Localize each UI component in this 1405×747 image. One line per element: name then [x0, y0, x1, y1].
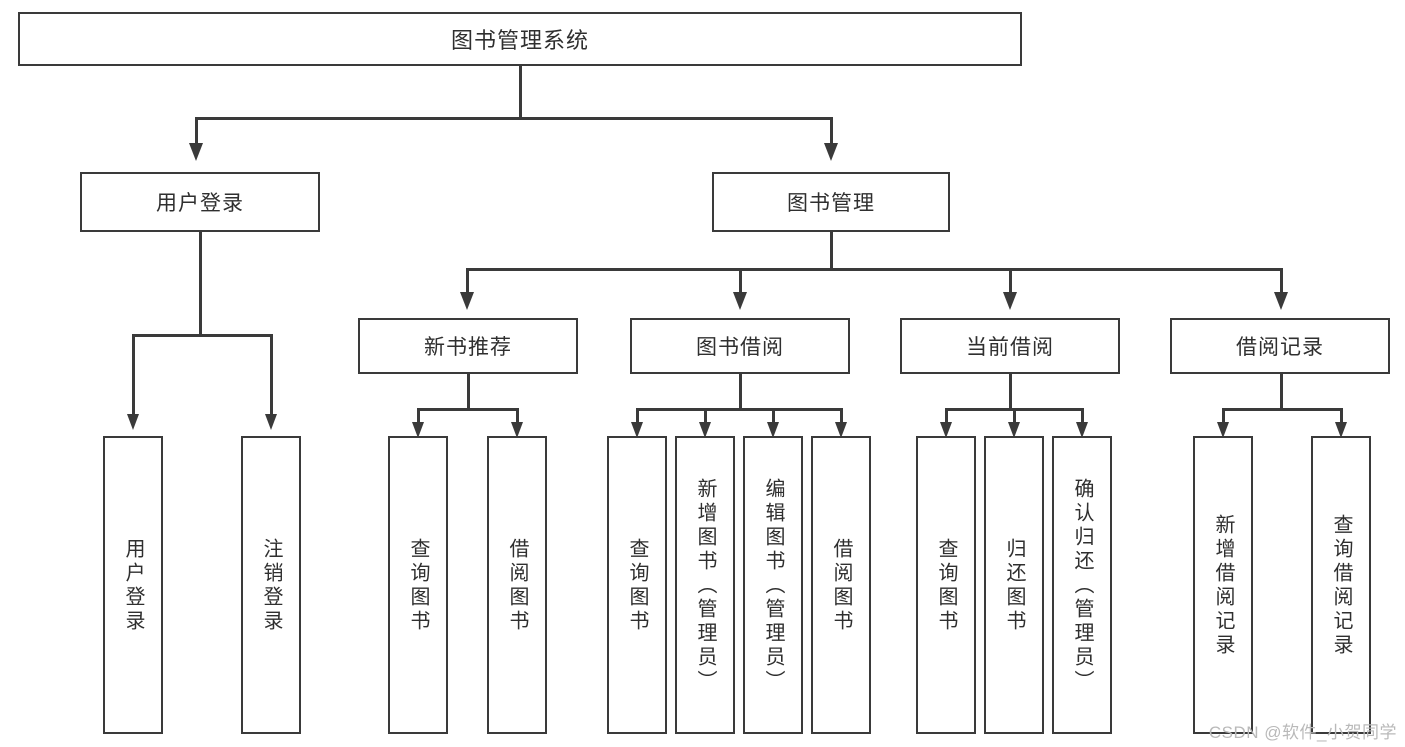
arrowhead-leaf-logout — [265, 414, 277, 430]
connector-drop-br-2 — [1340, 408, 1343, 424]
node-label: 注销登录 — [260, 538, 282, 634]
arrowhead-nb-2 — [511, 422, 523, 438]
arrowhead-cb-1 — [940, 422, 952, 438]
connector-drop-current-borrow — [1009, 268, 1012, 294]
connector-borrow-record-stem — [1280, 374, 1283, 410]
connector-drop-cb-3 — [1081, 408, 1084, 424]
connector-drop-book-borrow — [739, 268, 742, 294]
node-label: 借阅记录 — [1236, 336, 1324, 359]
node-new-book-recommend[interactable]: 新书推荐 — [358, 318, 578, 374]
leaf-logout[interactable]: 注销登录 — [241, 436, 301, 734]
arrowhead-bb-1 — [631, 422, 643, 438]
node-label: 新书推荐 — [424, 336, 512, 359]
node-label: 查询图书 — [626, 538, 648, 634]
node-label: 查询借阅记录 — [1330, 514, 1352, 658]
node-label: 图书管理系统 — [450, 28, 589, 53]
leaf-br-add-record[interactable]: 新增借阅记录 — [1193, 436, 1253, 734]
node-label: 用户登录 — [122, 538, 144, 634]
arrowhead-nb-1 — [412, 422, 424, 438]
node-label: 编辑图书（管理员） — [762, 478, 784, 694]
connector-drop-cb-1 — [945, 408, 948, 424]
node-label: 当前借阅 — [966, 336, 1054, 359]
connector-drop-new-book — [466, 268, 469, 294]
connector-drop-nb-2 — [516, 408, 519, 424]
node-root-book-management-system[interactable]: 图书管理系统 — [18, 12, 1022, 66]
node-label: 新增借阅记录 — [1212, 514, 1234, 658]
arrowhead-br-2 — [1335, 422, 1347, 438]
connector-new-book-bus — [417, 408, 519, 411]
arrowhead-bb-4 — [835, 422, 847, 438]
arrowhead-book-management — [824, 143, 838, 161]
node-label: 借阅图书 — [506, 538, 528, 634]
arrowhead-bb-3 — [767, 422, 779, 438]
connector-current-borrow-stem — [1009, 374, 1012, 410]
node-label: 查询图书 — [407, 538, 429, 634]
connector-user-login-stem — [199, 232, 202, 336]
leaf-bb-borrow-book[interactable]: 借阅图书 — [811, 436, 871, 734]
arrowhead-bb-2 — [699, 422, 711, 438]
connector-drop-nb-1 — [417, 408, 420, 424]
leaf-cb-query-book[interactable]: 查询图书 — [916, 436, 976, 734]
node-borrow-record[interactable]: 借阅记录 — [1170, 318, 1390, 374]
node-book-borrow[interactable]: 图书借阅 — [630, 318, 850, 374]
connector-new-book-stem — [467, 374, 470, 410]
arrowhead-book-borrow — [733, 292, 747, 310]
connector-drop-bb-4 — [840, 408, 843, 424]
connector-drop-bb-1 — [636, 408, 639, 424]
node-user-login[interactable]: 用户登录 — [80, 172, 320, 232]
connector-borrow-record-bus — [1222, 408, 1342, 411]
node-label: 归还图书 — [1003, 538, 1025, 634]
connector-user-login-bus — [132, 334, 272, 337]
node-label: 图书借阅 — [696, 336, 784, 359]
connector-book-borrow-stem — [739, 374, 742, 410]
connector-drop-br-1 — [1222, 408, 1225, 424]
csdn-watermark: CSDN @软件_小贺同学 — [1208, 723, 1397, 742]
node-label: 借阅图书 — [830, 538, 852, 634]
node-label: 用户登录 — [156, 192, 244, 215]
node-current-borrow[interactable]: 当前借阅 — [900, 318, 1120, 374]
arrowhead-current-borrow — [1003, 292, 1017, 310]
leaf-bb-edit-book-admin[interactable]: 编辑图书（管理员） — [743, 436, 803, 734]
arrowhead-new-book — [460, 292, 474, 310]
arrowhead-cb-3 — [1076, 422, 1088, 438]
connector-drop-bb-2 — [704, 408, 707, 424]
node-label: 查询图书 — [935, 538, 957, 634]
connector-drop-leaf-user-login — [132, 334, 135, 416]
node-label: 图书管理 — [787, 192, 875, 215]
node-label: 新增图书（管理员） — [694, 478, 716, 694]
leaf-user-login[interactable]: 用户登录 — [103, 436, 163, 734]
leaf-nb-query-book[interactable]: 查询图书 — [388, 436, 448, 734]
arrowhead-user-login — [189, 143, 203, 161]
node-book-management[interactable]: 图书管理 — [712, 172, 950, 232]
connector-root-stem — [519, 66, 522, 118]
leaf-bb-query-book[interactable]: 查询图书 — [607, 436, 667, 734]
leaf-cb-return-book[interactable]: 归还图书 — [984, 436, 1044, 734]
connector-drop-leaf-logout — [270, 334, 273, 416]
connector-drop-cb-2 — [1013, 408, 1016, 424]
connector-drop-borrow-record — [1280, 268, 1283, 294]
leaf-nb-borrow-book[interactable]: 借阅图书 — [487, 436, 547, 734]
leaf-br-query-record[interactable]: 查询借阅记录 — [1311, 436, 1371, 734]
node-label: 确认归还（管理员） — [1071, 478, 1093, 694]
arrowhead-borrow-record — [1274, 292, 1288, 310]
connector-book-borrow-bus — [636, 408, 842, 411]
connector-drop-user-login — [195, 117, 198, 145]
leaf-bb-add-book-admin[interactable]: 新增图书（管理员） — [675, 436, 735, 734]
connector-drop-bb-3 — [772, 408, 775, 424]
connector-level2-bus — [195, 117, 832, 120]
arrowhead-leaf-user-login — [127, 414, 139, 430]
arrowhead-cb-2 — [1008, 422, 1020, 438]
connector-drop-book-management — [830, 117, 833, 145]
leaf-cb-confirm-return-admin[interactable]: 确认归还（管理员） — [1052, 436, 1112, 734]
connector-book-management-stem — [830, 232, 833, 270]
connector-level3-bus — [466, 268, 1280, 271]
arrowhead-br-1 — [1217, 422, 1229, 438]
